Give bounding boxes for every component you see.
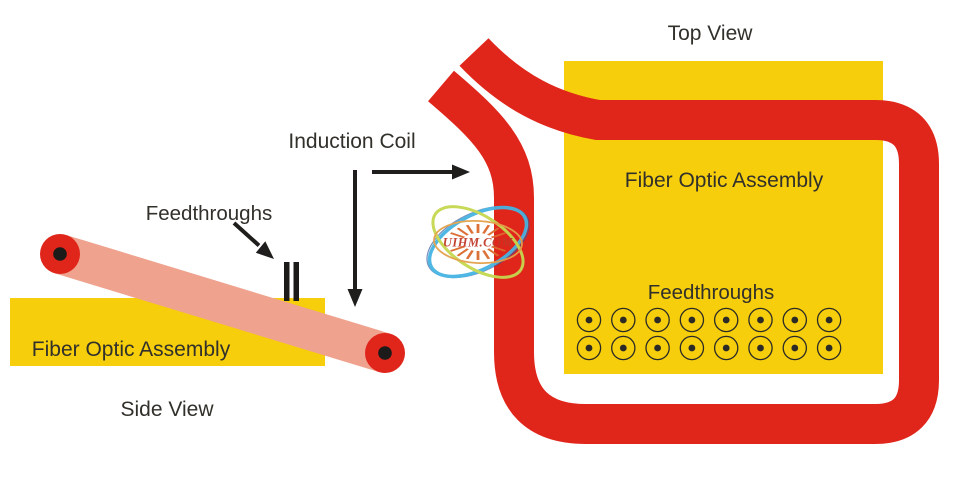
feedthrough-hole: [645, 335, 670, 361]
induction-coil-loop: [428, 38, 939, 444]
watermark-orbit-navy: [426, 205, 530, 279]
feedthrough-hole: [679, 307, 705, 333]
feedthrough-hole-dot: [791, 344, 799, 352]
feedthrough-pin-2: [293, 262, 299, 301]
feedthroughs-label-side: Feedthroughs: [146, 202, 273, 225]
arrow-feedthroughs: [232, 221, 274, 259]
feedthrough-pin-1: [284, 262, 290, 301]
annotation-arrows: Induction Coil: [232, 130, 470, 307]
watermark-orbit-blue: [427, 205, 529, 279]
feedthrough-hole-dot: [722, 316, 730, 324]
feedthrough-hole: [816, 335, 842, 361]
induction-coil-label: Induction Coil: [288, 130, 415, 153]
feedthrough-hole: [713, 335, 739, 361]
feedthroughs-label-top: Feedthroughs: [648, 281, 775, 304]
coil-conductor-dot-right: [378, 346, 392, 360]
arrow-induction-coil-down: [347, 170, 363, 307]
feedthrough-hole: [611, 335, 636, 361]
feedthrough-hole-dot: [825, 344, 833, 352]
feedthrough-hole-dot: [619, 316, 627, 324]
feedthrough-hole-dot: [757, 344, 764, 352]
side-view-panel: Fiber Optic Assembly Side View Feedthrou…: [10, 202, 405, 421]
feedthrough-hole-dot: [654, 316, 661, 324]
feedthrough-hole: [713, 307, 739, 333]
feedthrough-hole-dot: [688, 316, 696, 324]
side-view-caption: Side View: [120, 398, 214, 421]
watermark-text: UIHM.COM: [443, 236, 514, 250]
feedthrough-hole: [782, 307, 808, 333]
feedthrough-hole-dot: [757, 316, 764, 324]
feedthrough-hole: [576, 335, 602, 361]
top-view-caption: Top View: [668, 22, 754, 45]
assembly-label-side: Fiber Optic Assembly: [32, 338, 231, 361]
watermark-orbit-green: [431, 205, 525, 279]
feedthrough-hole: [748, 307, 773, 333]
feedthrough-hole-dot: [585, 316, 593, 324]
watermark-orbit-orange: [433, 220, 523, 264]
feedthrough-hole-dot: [654, 344, 661, 352]
coil-conductor-dot-left: [53, 247, 67, 261]
feedthrough-hole-dot: [619, 344, 627, 352]
feedthrough-hole: [645, 307, 670, 333]
feedthrough-pins: [284, 262, 299, 301]
arrow-induction-coil-right: [372, 164, 470, 180]
feedthrough-hole: [748, 335, 773, 361]
watermark-sun-rays: [450, 224, 506, 260]
feedthrough-hole: [611, 307, 636, 333]
feedthrough-hole-dot: [825, 316, 833, 324]
feedthrough-hole-dot: [585, 344, 593, 352]
uihm-watermark: UIHM.COM: [426, 205, 530, 279]
feedthrough-hole-dot: [688, 344, 696, 352]
feedthrough-hole: [576, 307, 602, 333]
feedthrough-grid: [576, 307, 842, 361]
feedthrough-hole-dot: [791, 316, 799, 324]
feedthrough-hole-dot: [722, 344, 730, 352]
assembly-label-top: Fiber Optic Assembly: [625, 169, 824, 192]
feedthrough-hole: [782, 335, 808, 361]
coil-tube-side: [54, 234, 391, 373]
feedthrough-hole: [816, 307, 842, 333]
top-view-panel: Fiber Optic Assembly Feedthroughs Top Vi…: [428, 22, 939, 444]
feedthrough-hole: [679, 335, 705, 361]
